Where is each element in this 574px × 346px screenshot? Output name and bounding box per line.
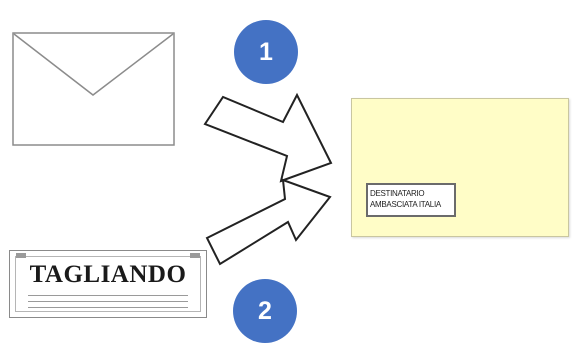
tagliando-ticket: TAGLIANDO [9,250,207,318]
ticket-title: TAGLIANDO [29,261,187,288]
arrow-upper-icon [203,92,333,183]
ticket-line [28,301,188,302]
step-2-badge: 2 [233,279,297,343]
ticket-line [28,295,188,296]
recipient-label-line1: DESTINATARIO [370,189,425,198]
ticket-corner-left [16,253,26,258]
recipient-label-line2: AMBASCIATA ITALIA [370,200,441,209]
arrow-lower-icon [205,178,332,266]
ticket-corner-right [190,253,200,258]
target-envelope: DESTINATARIO AMBASCIATA ITALIA [351,98,569,237]
ticket-border [15,256,201,312]
step-1-badge: 1 [234,20,298,84]
ticket-line [28,307,188,308]
envelope-icon [12,32,175,146]
recipient-label: DESTINATARIO AMBASCIATA ITALIA [366,183,456,217]
